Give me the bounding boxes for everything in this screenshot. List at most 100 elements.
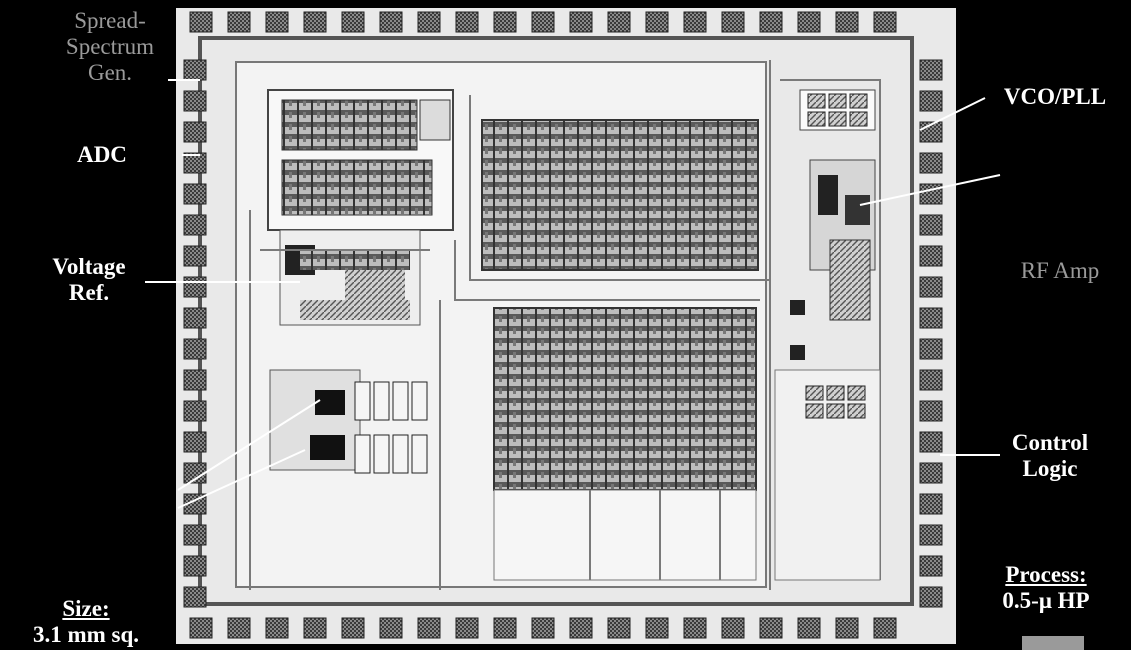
capacitor-cell <box>354 434 371 474</box>
logic-array-bottom <box>493 307 757 581</box>
bond-pad <box>919 400 943 422</box>
capacitor-cell <box>373 434 390 474</box>
bond-pad <box>265 617 289 639</box>
control-logic-block <box>774 369 881 581</box>
label-vco-pll: VCO/PLL <box>1003 84 1107 109</box>
vco-cell <box>849 93 868 109</box>
bond-pad <box>873 617 897 639</box>
label-spread-line2: Spectrum <box>65 34 155 59</box>
control-cell <box>847 403 866 419</box>
bond-pad <box>183 493 207 515</box>
bond-pad <box>919 183 943 205</box>
bond-pad <box>607 617 631 639</box>
bond-pad <box>919 338 943 360</box>
bond-pad <box>919 90 943 112</box>
bond-pad <box>683 617 707 639</box>
bond-pad <box>873 11 897 33</box>
capacitor-cell <box>411 381 428 421</box>
bond-pad <box>835 617 859 639</box>
bond-pad <box>183 214 207 236</box>
vco-cell <box>828 93 847 109</box>
bond-pad <box>417 617 441 639</box>
label-process: Process: 0.5-μ HP <box>976 562 1116 614</box>
bond-pad <box>265 11 289 33</box>
bond-pad <box>183 524 207 546</box>
bond-pad <box>183 400 207 422</box>
size-value: 3.1 mm sq. <box>32 622 140 647</box>
bond-pad <box>189 617 213 639</box>
bond-pad <box>721 11 745 33</box>
bond-pad <box>183 245 207 267</box>
capacitor-cell <box>411 434 428 474</box>
capacitor-cell <box>392 434 409 474</box>
label-control-logic: Control Logic <box>990 430 1110 482</box>
vco-cell <box>807 93 826 109</box>
bond-pad <box>227 11 251 33</box>
bond-pad <box>183 152 207 174</box>
bond-pad <box>919 524 943 546</box>
label-control-line2: Logic <box>1022 456 1078 481</box>
vco-cell <box>807 111 826 127</box>
bond-pad <box>607 11 631 33</box>
bond-pad <box>919 152 943 174</box>
bond-pad <box>183 555 207 577</box>
bond-pad <box>183 121 207 143</box>
bond-pad <box>919 59 943 81</box>
bond-pad <box>183 183 207 205</box>
bond-pad <box>183 431 207 453</box>
bond-pad <box>645 11 669 33</box>
bond-pad <box>919 493 943 515</box>
bond-pad <box>183 586 207 608</box>
bond-pad <box>341 617 365 639</box>
bond-pad <box>303 617 327 639</box>
control-cell <box>805 403 824 419</box>
bond-pad <box>721 617 745 639</box>
capacitor-cell <box>373 381 390 421</box>
label-voltage-line1: Voltage <box>52 254 126 279</box>
label-spread-line3: Gen. <box>87 60 133 85</box>
bond-pad <box>455 11 479 33</box>
label-spread-line1: Spread- <box>74 8 146 33</box>
control-cell <box>826 403 845 419</box>
bond-pad <box>531 617 555 639</box>
bond-pad <box>919 586 943 608</box>
bond-pad <box>189 11 213 33</box>
bond-pad <box>797 11 821 33</box>
bond-pad <box>569 11 593 33</box>
bond-pad <box>919 214 943 236</box>
bond-pad <box>183 307 207 329</box>
label-voltage-ref: Voltage Ref. <box>34 254 144 306</box>
bond-pad <box>919 462 943 484</box>
adc-block <box>267 89 454 231</box>
bond-pad <box>645 617 669 639</box>
bond-pad <box>919 307 943 329</box>
bond-pad <box>341 11 365 33</box>
process-value: 0.5-μ HP <box>1002 588 1090 613</box>
control-cell <box>847 385 866 401</box>
bond-pad <box>759 11 783 33</box>
size-heading: Size: <box>62 596 110 621</box>
bond-pad <box>493 617 517 639</box>
bond-pad <box>379 11 403 33</box>
bond-pad <box>919 431 943 453</box>
voltage-ref-block <box>279 229 421 326</box>
bond-pad <box>183 276 207 298</box>
logic-array-top <box>481 119 759 271</box>
bond-pad <box>531 11 555 33</box>
bond-pad <box>919 555 943 577</box>
capacitor-cell <box>392 381 409 421</box>
process-heading: Process: <box>1005 562 1087 587</box>
bond-pad <box>493 11 517 33</box>
bond-pad <box>797 617 821 639</box>
vco-cell <box>849 111 868 127</box>
bond-pad <box>183 59 207 81</box>
bond-pad <box>683 11 707 33</box>
label-rf-amp: RF Amp <box>1020 258 1100 283</box>
control-cell <box>826 385 845 401</box>
label-control-line1: Control <box>1011 430 1089 455</box>
bond-pad <box>919 245 943 267</box>
label-spread-spectrum: Spread- Spectrum Gen. <box>40 8 180 86</box>
legend-swatch <box>1022 636 1084 650</box>
